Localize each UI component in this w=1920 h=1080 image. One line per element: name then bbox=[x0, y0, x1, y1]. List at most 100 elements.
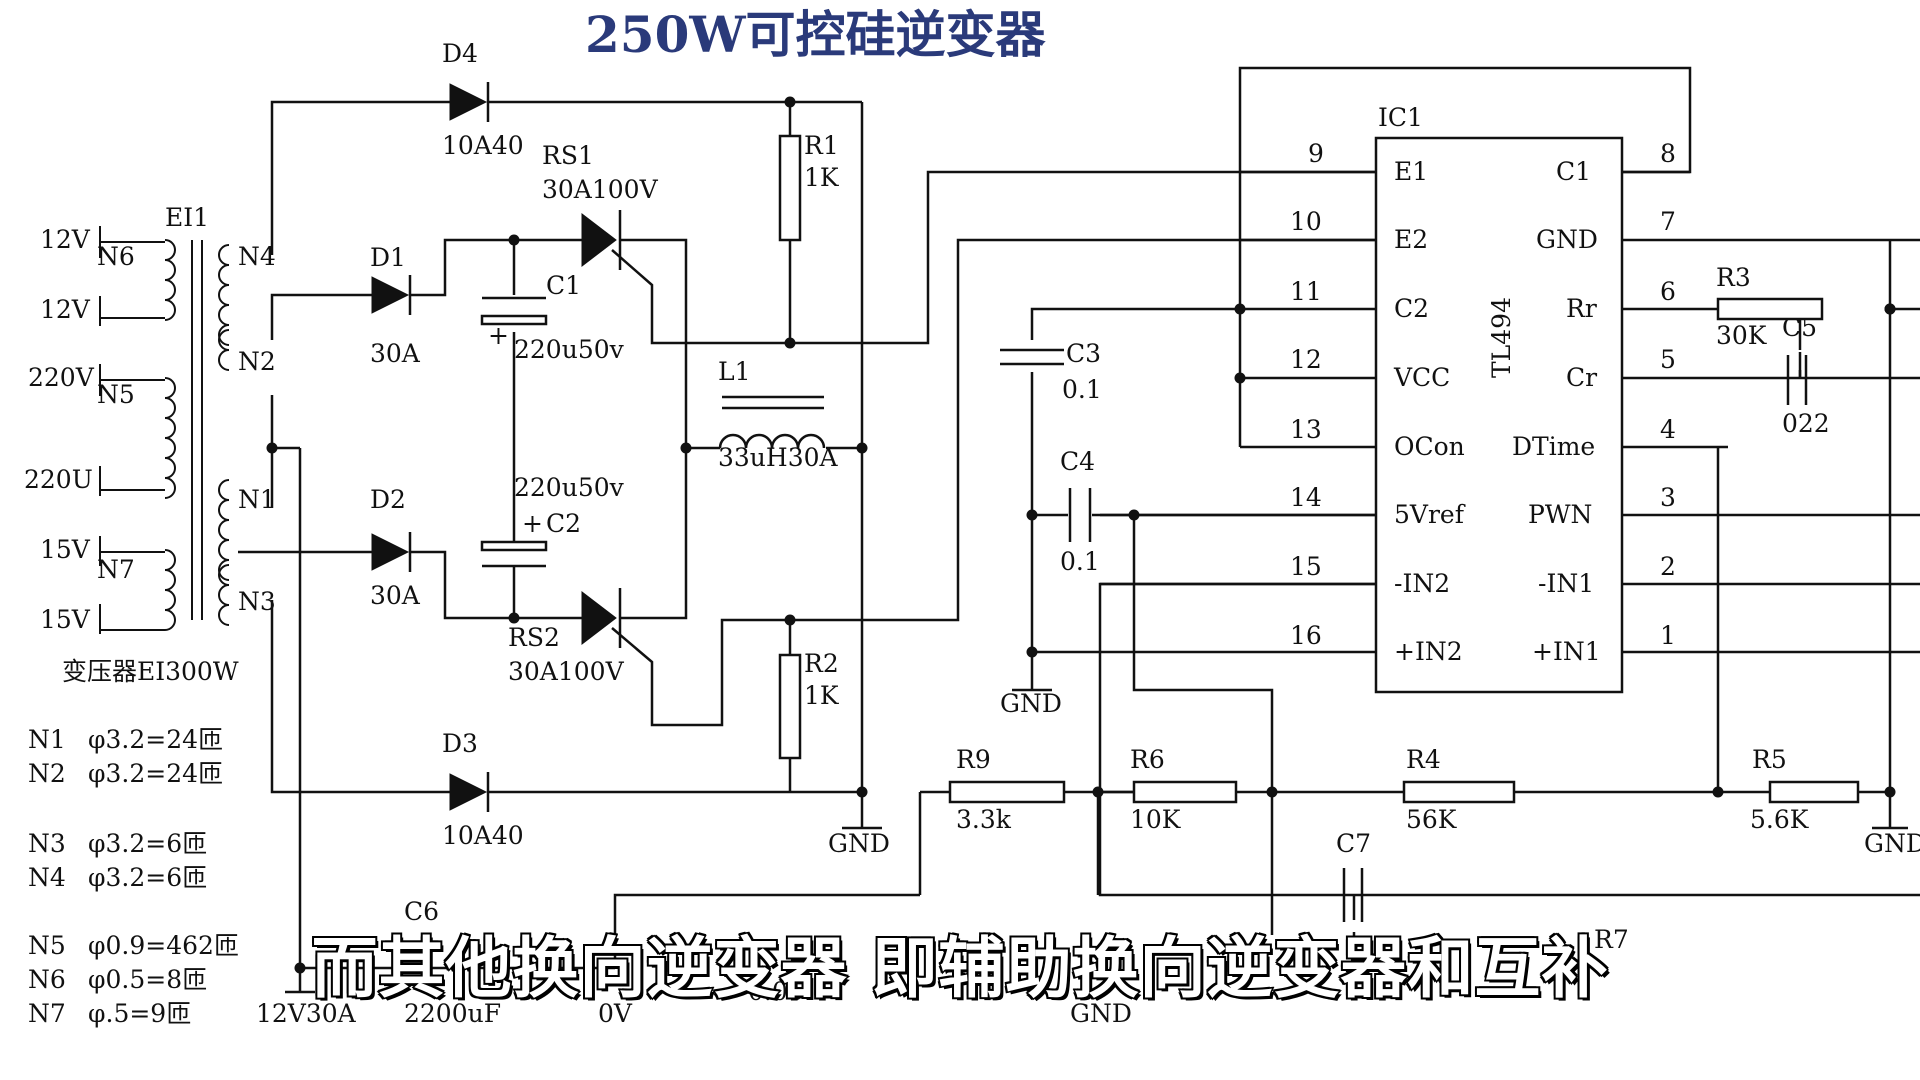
r4-ref: R4 bbox=[1406, 745, 1441, 774]
ic-pin-name: E1 bbox=[1394, 157, 1428, 186]
rs2-value: 30A100V bbox=[508, 657, 625, 686]
r6-ref: R6 bbox=[1130, 745, 1165, 774]
coil-n4 bbox=[218, 244, 230, 346]
label-15v-bottom: 15V bbox=[40, 605, 91, 634]
gnd-label: GND bbox=[1070, 999, 1132, 1028]
spec-value: φ3.2=6匝 bbox=[88, 863, 207, 892]
ic-pin-num: 10 bbox=[1290, 207, 1322, 236]
d3-value: 10A40 bbox=[442, 821, 524, 850]
gnd-label: GND bbox=[1864, 829, 1920, 858]
r2-value: 1K bbox=[804, 681, 840, 710]
ic-pin-name: OCon bbox=[1394, 432, 1465, 461]
winding-n6: N6 bbox=[97, 242, 135, 271]
r9-ref: R9 bbox=[956, 745, 991, 774]
ic-pin-num: 16 bbox=[1290, 621, 1322, 650]
rs1-value: 30A100V bbox=[542, 175, 659, 204]
c2-ref: C2 bbox=[546, 509, 581, 538]
l1-value: 33uH30A bbox=[718, 443, 839, 472]
ic-pin-name: -IN2 bbox=[1394, 569, 1450, 598]
ic-pin-num: 13 bbox=[1290, 415, 1322, 444]
capacitor-c6: C6 2200uF bbox=[404, 897, 501, 1028]
r4-value: 56K bbox=[1406, 805, 1458, 834]
scr-rs2: RS2 30A100V bbox=[508, 588, 625, 686]
capacitor-c7: C7 bbox=[1336, 829, 1371, 922]
capacitor-c5: C5 022 bbox=[1782, 313, 1830, 438]
r7-ref: R7 bbox=[1594, 925, 1629, 954]
spec-n: N5 bbox=[28, 931, 66, 960]
spec-n: N4 bbox=[28, 863, 66, 892]
r5-ref: R5 bbox=[1752, 745, 1787, 774]
c1-ref: C1 bbox=[546, 271, 581, 300]
r3-value: 30K bbox=[1716, 321, 1768, 350]
transformer: EI1 12V 12V 220V 220U 15V 15V N6 bbox=[24, 203, 276, 686]
winding-n2: N2 bbox=[238, 347, 276, 376]
capacitor-c1: C1 + 220u50v bbox=[480, 271, 625, 364]
c2-polarity: + bbox=[522, 509, 543, 538]
winding-n4: N4 bbox=[238, 242, 276, 271]
label-220u: 220U bbox=[24, 465, 93, 494]
coil-n6 bbox=[164, 239, 176, 321]
gnd-label: GND bbox=[1000, 689, 1062, 718]
spec-n: N2 bbox=[28, 759, 66, 788]
c4-ref: C4 bbox=[1060, 447, 1095, 476]
r1-value: 1K bbox=[804, 163, 840, 192]
ic-pin-num: 1 bbox=[1660, 621, 1676, 650]
ic-pin-name: +IN2 bbox=[1394, 637, 1463, 666]
ic-pin-num: 12 bbox=[1290, 345, 1322, 374]
ic-pin-name: PWN bbox=[1528, 500, 1592, 529]
transformer-ref: EI1 bbox=[165, 203, 209, 232]
spec-value: φ3.2=6匝 bbox=[88, 829, 207, 858]
winding-n7: N7 bbox=[97, 555, 135, 584]
label-12v-bottom: 12V bbox=[40, 295, 91, 324]
ic-pin-num: 15 bbox=[1290, 552, 1322, 581]
zero-v-label: 0V bbox=[598, 999, 633, 1028]
capacitor-c2: 220u50v + C2 bbox=[480, 473, 625, 568]
c1-value: 220u50v bbox=[514, 335, 625, 364]
ic-pin-num: 3 bbox=[1660, 483, 1676, 512]
ic-pin-num: 4 bbox=[1660, 415, 1676, 444]
spec-n: N7 bbox=[28, 999, 66, 1028]
r8-value: 0.05 bbox=[748, 977, 804, 1006]
resistor-r9: R9 3.3k bbox=[948, 745, 1066, 834]
ic-pin-name: VCC bbox=[1393, 363, 1450, 392]
ic-pin-num: 7 bbox=[1660, 207, 1676, 236]
ic-pin-name: C2 bbox=[1394, 294, 1429, 323]
gnd-output: GND bbox=[828, 826, 890, 858]
d4-ref: D4 bbox=[442, 39, 478, 68]
spec-value: φ3.2=24匝 bbox=[88, 725, 223, 754]
ic-pin-num: 6 bbox=[1660, 277, 1676, 306]
ic-pin-num: 5 bbox=[1660, 345, 1676, 374]
d1-value: 30A bbox=[370, 339, 421, 368]
capacitor-c4: C4 0.1 bbox=[1060, 447, 1100, 576]
l1-ref: L1 bbox=[718, 357, 751, 386]
r3-ref: R3 bbox=[1716, 263, 1751, 292]
resistor-r4: R4 56K bbox=[1402, 745, 1516, 834]
ic-pin-num: 8 bbox=[1660, 139, 1676, 168]
ic-pin-name: -IN1 bbox=[1538, 569, 1594, 598]
ic-part: TL494 bbox=[1487, 297, 1516, 378]
coil-n5 bbox=[164, 377, 176, 499]
d1-ref: D1 bbox=[370, 243, 406, 272]
c1-polarity: + bbox=[488, 321, 509, 350]
junction-dots bbox=[266, 96, 1896, 974]
c3-ref: C3 bbox=[1066, 339, 1101, 368]
gnd-label: GND bbox=[828, 829, 890, 858]
spec-value: φ3.2=24匝 bbox=[88, 759, 223, 788]
transformer-caption: 变压器EI300W bbox=[62, 657, 239, 686]
ic-pin-name: +IN1 bbox=[1532, 637, 1601, 666]
c6-value: 2200uF bbox=[404, 999, 501, 1028]
winding-n3: N3 bbox=[238, 587, 276, 616]
spec-value: φ.5=9匝 bbox=[88, 999, 191, 1028]
d4-value: 10A40 bbox=[442, 131, 524, 160]
spec-n: N6 bbox=[28, 965, 66, 994]
winding-spec-list: N1 φ3.2=24匝 N2 φ3.2=24匝 N3 φ3.2=6匝 N4 φ3… bbox=[28, 725, 239, 1028]
resistor-r2: R2 1K bbox=[778, 649, 840, 760]
label-220v: 220V bbox=[28, 363, 95, 392]
c6-ref: C6 bbox=[404, 897, 439, 926]
c5-value: 022 bbox=[1782, 409, 1830, 438]
diagram-title: 250W可控硅逆变器 bbox=[585, 5, 1047, 64]
ic-ref: IC1 bbox=[1378, 103, 1423, 132]
d2-ref: D2 bbox=[370, 485, 406, 514]
ic-pin-name: Rr bbox=[1566, 294, 1597, 323]
